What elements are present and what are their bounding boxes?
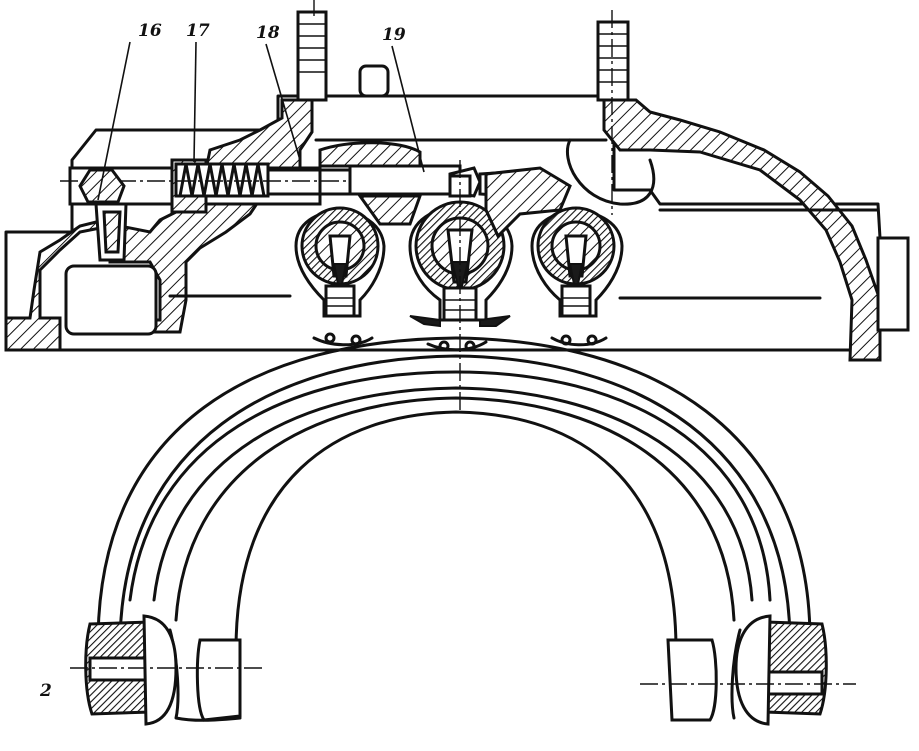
shift-rail-left <box>294 206 386 347</box>
callout-19: 19 <box>382 25 425 173</box>
compression-spring <box>174 162 270 198</box>
spring-detent-assembly <box>60 158 450 336</box>
callout-label-19: 19 <box>382 25 406 45</box>
callout-label-17: 17 <box>186 21 210 41</box>
callout-label-16: 16 <box>138 21 162 41</box>
shift-rail-right <box>530 206 624 347</box>
housing-right-wall-section <box>602 98 882 362</box>
shift-fork <box>96 336 812 722</box>
mounting-stud-left <box>296 10 328 102</box>
callout-18: 18 <box>256 23 301 161</box>
mounting-stud-center <box>358 64 390 98</box>
plug-16 <box>78 168 128 262</box>
fork-pad-left <box>70 614 264 726</box>
housing-left-wall-section <box>4 98 314 352</box>
shift-rail-center <box>408 160 514 410</box>
callout-label-2: 2 <box>39 681 52 701</box>
callout-2: 2 <box>39 681 52 701</box>
mounting-stud-right <box>596 20 630 102</box>
callout-label-18: 18 <box>256 23 280 43</box>
callout-16: 16 <box>97 21 162 201</box>
housing-cover <box>4 0 910 362</box>
callout-17: 17 <box>186 21 210 163</box>
fork-pad-right <box>640 614 856 726</box>
